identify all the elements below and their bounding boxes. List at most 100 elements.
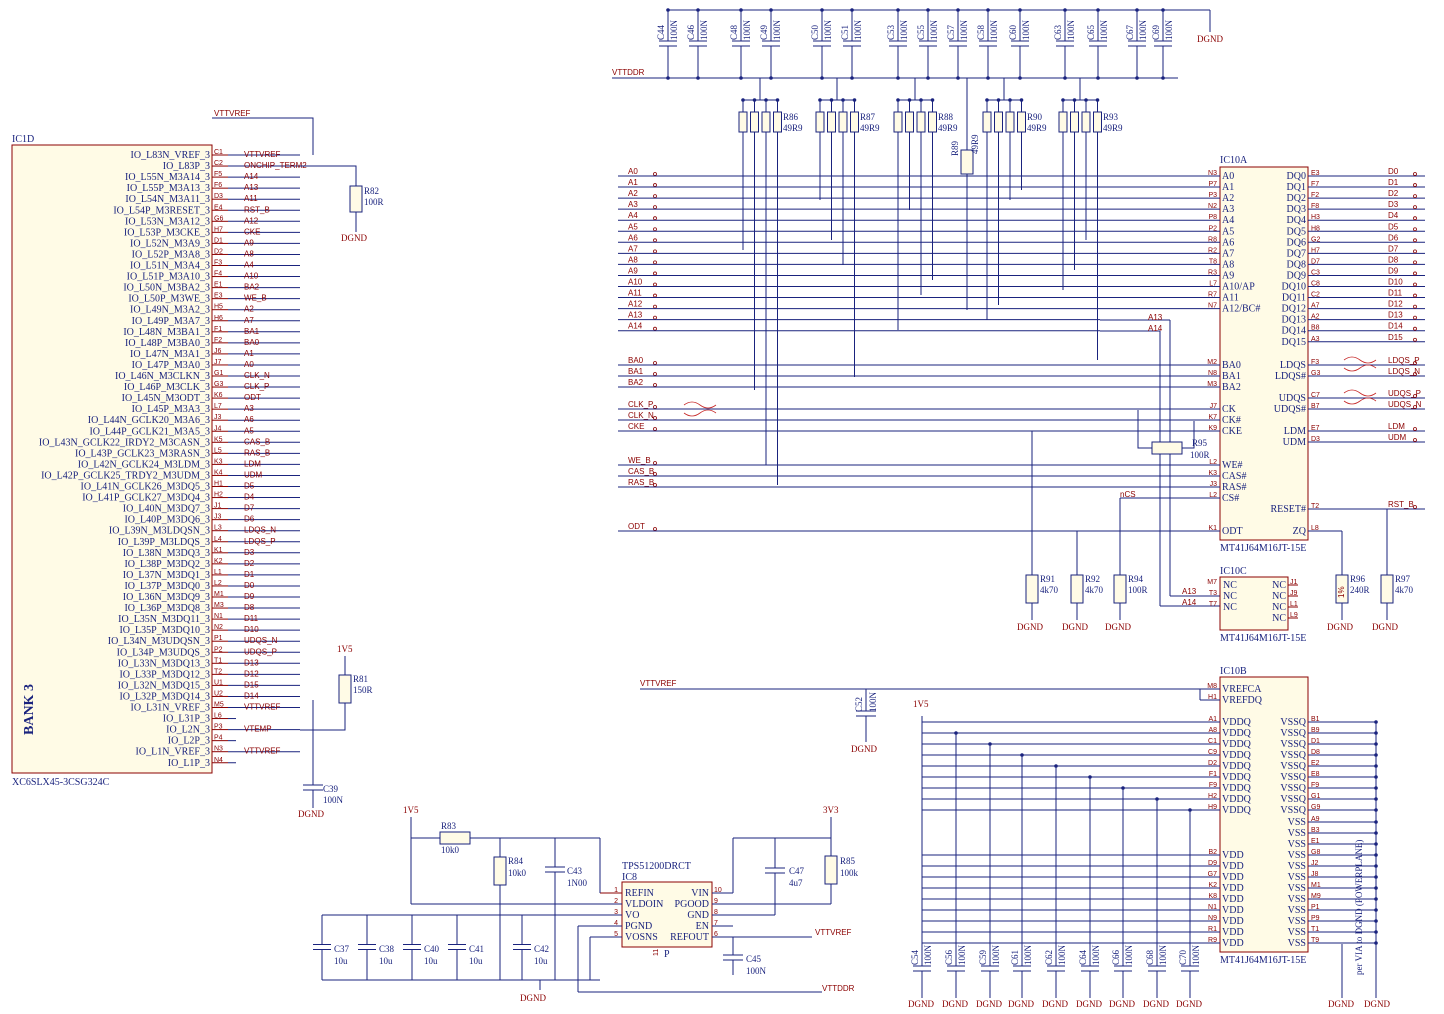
ic10a-pin-name: DQ5 <box>1287 226 1306 237</box>
fpga-net-label: A3 <box>244 404 254 413</box>
ic10b-pin-name: VDD <box>1222 938 1244 949</box>
ic10a-pin-number: T8 <box>1209 258 1217 265</box>
ic10c-pin-number: J1 <box>1290 579 1298 586</box>
ic10a-pin-number: R7 <box>1208 292 1217 299</box>
svg-text:IC8: IC8 <box>622 872 637 883</box>
ic10b-pin-number: A1 <box>1208 716 1217 723</box>
fpga-net-label: A6 <box>244 415 254 424</box>
cap-value: 100N <box>957 945 967 966</box>
dgnd-label: DGND <box>908 999 934 1009</box>
ic10a-pin-name: A12/BC# <box>1222 304 1260 315</box>
net-label: RAS_B <box>628 478 654 487</box>
cap-value: 100N <box>669 20 679 41</box>
ic10a-pin-number: H8 <box>1311 225 1320 232</box>
dq-net-label: D10 <box>1388 278 1403 287</box>
fpga-pin-name: IO_L45P_M3A3_3 <box>132 404 210 415</box>
fpga-pin-number: N3 <box>214 746 223 753</box>
net-label: CLK_P <box>628 400 653 409</box>
svg-text:49R9: 49R9 <box>970 134 980 154</box>
cap-ref: C55 <box>916 24 926 40</box>
ic8-pin-name: VIN <box>691 888 709 899</box>
svg-text:1V5: 1V5 <box>337 644 353 654</box>
ic10b-pin-number: R9 <box>1208 937 1217 944</box>
bulk-cap-value: 10u <box>379 956 393 966</box>
vttvref-wire <box>212 117 314 155</box>
fpga-pin-name: IO_L47P_M3A0_3 <box>132 360 210 371</box>
ic8-pin-name: EN <box>696 921 709 932</box>
fpga-pin-number: J7 <box>214 359 222 366</box>
ic10a-pin-name: LDQS <box>1280 360 1306 371</box>
cap-ref: C44 <box>656 24 666 40</box>
ic10c-pin-number: T7 <box>1209 601 1217 608</box>
ic10a-pin-name: BA0 <box>1222 360 1241 371</box>
vttvref-label-bottom: VTTVREF <box>815 928 852 937</box>
fpga-pin-name: IO_L36P_M3DQ8_3 <box>124 603 210 614</box>
net-row: A4 <box>618 211 1220 221</box>
svg-text:C39: C39 <box>323 784 339 794</box>
fpga-pin-name: IO_L49P_M3A7_3 <box>132 316 210 327</box>
net-label: A3 <box>628 200 638 209</box>
ic10c-pin-name: NC <box>1272 580 1286 591</box>
fpga-net-label: BA2 <box>244 283 260 292</box>
r84-ref: R84 <box>508 856 524 866</box>
fpga-pin-number: F1 <box>214 326 222 333</box>
svg-text:per VIA to DGND (POWERPLANE): per VIA to DGND (POWERPLANE) <box>1354 840 1364 975</box>
ic10a-pin-name: ODT <box>1222 526 1243 537</box>
cap-value: 100N <box>699 20 709 41</box>
ic10a-pin-name: DQ13 <box>1282 315 1306 326</box>
fpga-pin-number: L5 <box>214 447 222 454</box>
net-label: BA2 <box>628 378 644 387</box>
bulk-cap-value: 10u <box>424 956 438 966</box>
ic10a-pin-name: CAS# <box>1222 471 1246 482</box>
fpga-pin-name: IO_L45N_M3ODT_3 <box>122 393 210 404</box>
ic8-pin-name: VOSNS <box>625 932 658 943</box>
ic10a-pin-number: M2 <box>1207 359 1217 366</box>
rpack-value: 49R9 <box>1027 123 1047 133</box>
r85-ref: R85 <box>840 856 856 866</box>
ic10a-pin-name: A11 <box>1222 293 1239 304</box>
ic10a-pin-name: A7 <box>1222 248 1234 259</box>
ic10b-pin-number: G9 <box>1311 804 1320 811</box>
r85-value: 100k <box>840 868 859 878</box>
ic10b-pin-number: N9 <box>1208 915 1217 922</box>
cap-value: 100N <box>772 20 782 41</box>
fpga-pin-name: IO_L42P_GCLK25_TRDY2_M3UDM_3 <box>41 470 210 481</box>
fpga-pin-name: IO_L38N_M3DQ3_3 <box>123 548 210 559</box>
cap-ref: C63 <box>1053 24 1063 40</box>
fpga-net-label: RST_B <box>244 205 270 214</box>
dq-net-label: D8 <box>1388 255 1399 264</box>
resistor-ref: R96 <box>1350 574 1366 584</box>
ic10a-pin-name: DQ9 <box>1287 270 1306 281</box>
resistor-value: 4k70 <box>1395 585 1414 595</box>
cap-ref: C57 <box>946 24 956 40</box>
ic10b-pin-number: F9 <box>1209 782 1217 789</box>
net-row: A0 <box>618 167 1220 177</box>
ic10b-pin-number: K2 <box>1208 882 1217 889</box>
ic10b-pin-number: B2 <box>1208 849 1217 856</box>
ic10a-pin-number: J7 <box>1210 403 1218 410</box>
ic10a-symbol: IC10A MT41J64M16JT-15E <box>1219 155 1309 554</box>
ic10b-pin-name: VDDQ <box>1222 794 1252 805</box>
r83-value: 10k0 <box>441 845 460 855</box>
fpga-pin-number: H6 <box>214 315 223 322</box>
net-label: A2 <box>628 189 638 198</box>
dq-net-label: UDM <box>1388 433 1407 442</box>
fpga-net-label: D10 <box>244 625 259 634</box>
vttddr-label-bottom: VTTDDR <box>822 984 855 993</box>
ic10b-pin-number: M8 <box>1207 683 1217 690</box>
fpga-net-label: UDQS_P <box>244 647 277 656</box>
ic8-pin-name: PGND <box>625 921 652 932</box>
bulk-cap-ref: C37 <box>334 944 350 954</box>
fpga-pin-number: D3 <box>214 193 223 200</box>
